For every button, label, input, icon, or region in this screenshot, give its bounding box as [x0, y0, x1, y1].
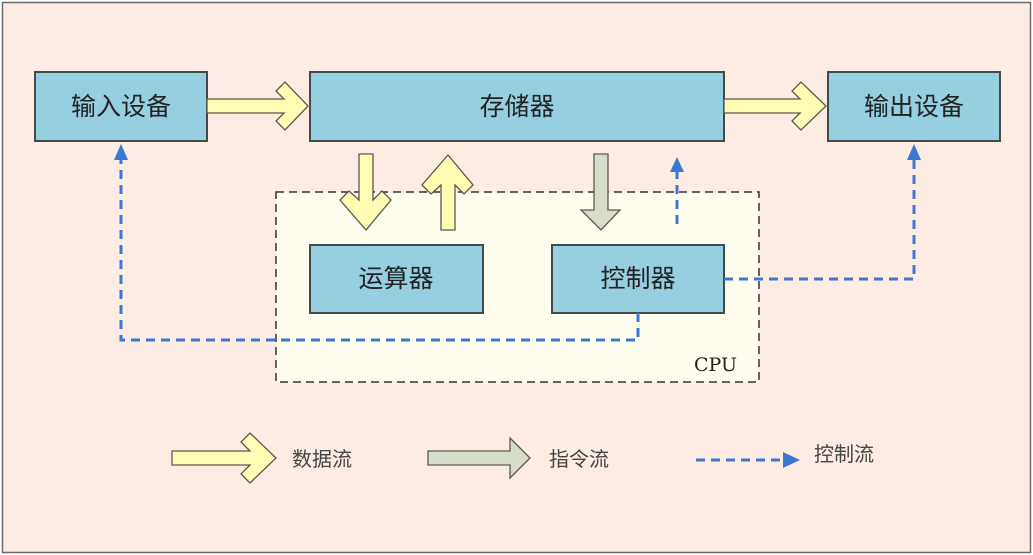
- legend-data-arrow-icon: [171, 432, 277, 484]
- output-device-label: 输出设备: [864, 92, 964, 121]
- legend-item-instruction-flow: 指令流: [427, 436, 609, 480]
- memory-node[interactable]: 存储器: [309, 71, 725, 142]
- control-arrowhead-output: [907, 144, 921, 160]
- arrow-alu-to-memory: [421, 153, 474, 231]
- output-device-box: [827, 71, 1001, 142]
- alu-box: [309, 244, 484, 314]
- legend-control-label: 控制流: [814, 442, 874, 466]
- legend-control-arrowhead-icon: [783, 452, 800, 468]
- input-device-node[interactable]: 输入设备: [34, 71, 208, 142]
- legend-instruction-arrow-icon: [427, 436, 531, 480]
- input-device-box: [34, 71, 208, 142]
- legend-data-label: 数据流: [292, 447, 352, 471]
- input-device-label: 输入设备: [71, 92, 171, 121]
- control-line-controller-to-output: [724, 160, 916, 281]
- legend: 数据流 指令流 控制流: [171, 432, 874, 484]
- controller-label: 控制器: [600, 264, 675, 293]
- alu-node[interactable]: 运算器: [309, 244, 484, 314]
- control-arrowhead-input: [114, 144, 128, 160]
- legend-item-data-flow: 数据流: [171, 432, 352, 484]
- memory-label: 存储器: [479, 92, 554, 121]
- control-arrowhead-memory: [670, 157, 684, 172]
- legend-item-control-flow: 控制流: [696, 442, 874, 468]
- arrow-input-to-memory: [206, 81, 309, 131]
- control-line-controller-to-input: [119, 160, 640, 342]
- legend-instruction-label: 指令流: [549, 447, 609, 471]
- arrow-memory-to-output: [723, 81, 827, 131]
- cpu-label: CPU: [694, 354, 737, 376]
- controller-node[interactable]: 控制器: [551, 244, 725, 314]
- arrow-memory-to-controller: [579, 153, 622, 231]
- alu-label: 运算器: [358, 264, 433, 293]
- output-device-node[interactable]: 输出设备: [827, 71, 1001, 142]
- arrow-memory-to-alu: [339, 153, 392, 232]
